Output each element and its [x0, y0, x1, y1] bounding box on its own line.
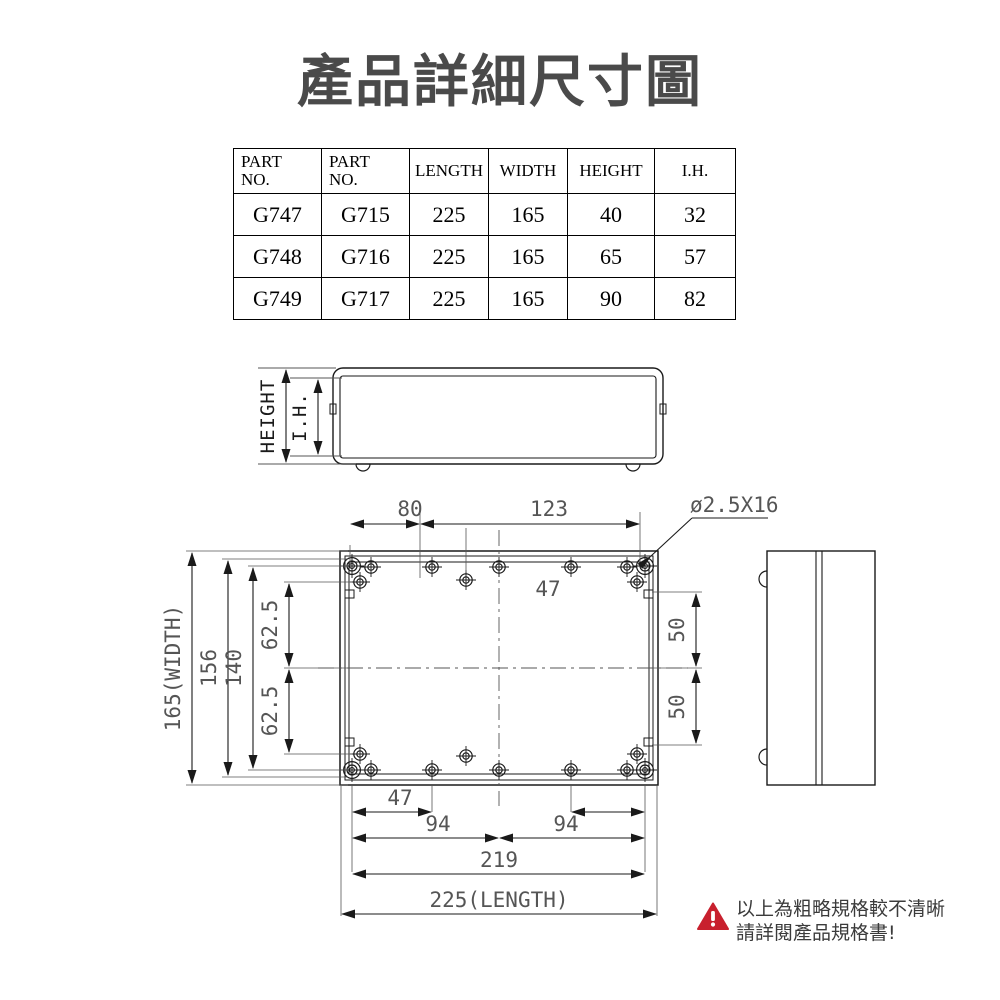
side-elevation-view: HEIGHT I.H. — [257, 367, 667, 472]
cell-part-no-2: G717 — [321, 277, 410, 320]
table-row: G748 G716 225 165 65 57 — [233, 235, 736, 278]
table-header-width: WIDTH — [488, 148, 568, 194]
cell-part-no-1: G748 — [233, 235, 322, 278]
table-header-row: PART NO. PART NO. LENGTH WIDTH HEIGHT I.… — [233, 148, 736, 194]
dim-label-height: HEIGHT — [257, 379, 279, 454]
dim-label-ih: I.H. — [289, 392, 311, 442]
cell-ih: 82 — [654, 277, 736, 320]
warning-text: 以上為粗略規格較不清晰 請詳閱產品規格書! — [736, 898, 945, 946]
table-header-ih: I.H. — [654, 148, 736, 194]
cell-part-no-2: G715 — [321, 193, 410, 236]
hole-corner-bottom-right — [632, 757, 658, 783]
page-title: 產品詳細尺寸圖 — [297, 50, 703, 115]
side-view-latch-right — [659, 403, 667, 415]
dim-label-left-625-upper: 62.5 — [258, 600, 282, 651]
hole-bottom-g — [616, 759, 638, 781]
plan-tab-bottom-left — [344, 737, 355, 747]
plan-tab-top-left — [344, 589, 355, 599]
table-row: G749 G717 225 165 90 82 — [233, 277, 736, 320]
hole-bottom-h — [626, 743, 648, 765]
cell-part-no-1: G747 — [233, 193, 322, 236]
header-line-1: PART — [329, 152, 370, 172]
dim-label-bottom-94-right: 94 — [553, 812, 578, 836]
hole-top-h — [626, 571, 648, 593]
cell-height: 40 — [567, 193, 655, 236]
leader-line-hole-callout — [637, 517, 693, 569]
hole-corner-top-left — [339, 553, 365, 579]
hole-bottom-e — [488, 759, 510, 781]
side-view-inner-body — [339, 375, 657, 459]
plan-cavity — [348, 561, 650, 775]
table-header-height: HEIGHT — [567, 148, 655, 194]
plan-inner-wall — [344, 555, 654, 781]
warning-triangle-icon — [697, 902, 729, 930]
cell-ih: 32 — [654, 193, 736, 236]
dim-label-inner-47: 47 — [535, 577, 560, 601]
hole-bottom-d — [455, 745, 477, 767]
header-line-1: PART — [241, 152, 282, 172]
cell-length: 225 — [409, 277, 489, 320]
dim-label-bottom-47: 47 — [387, 786, 412, 810]
hole-top-c — [421, 556, 443, 578]
right-view-body — [766, 550, 876, 786]
dim-label-left-156: 156 — [197, 649, 221, 687]
warning-line-2: 請詳閱產品規格書! — [736, 921, 896, 944]
dim-label-right-50-lower: 50 — [665, 694, 689, 719]
hole-bottom-b — [349, 743, 371, 765]
cell-length: 225 — [409, 235, 489, 278]
cell-part-no-1: G749 — [233, 277, 322, 320]
hole-top-g — [616, 556, 638, 578]
warning-line-1: 以上為粗略規格較不清晰 — [736, 898, 946, 920]
table-header-part-no-2: PART NO. — [321, 148, 410, 194]
cell-part-no-2: G716 — [321, 235, 410, 278]
dim-label-left-625-lower: 62.5 — [258, 686, 282, 737]
hole-corner-bottom-left — [339, 757, 365, 783]
cell-length: 225 — [409, 193, 489, 236]
spec-table: PART NO. PART NO. LENGTH WIDTH HEIGHT I.… — [233, 148, 736, 320]
side-view-latch-left — [329, 403, 337, 415]
hole-top-b — [349, 571, 371, 593]
right-elevation-view — [758, 550, 876, 786]
cell-width: 165 — [488, 277, 568, 320]
dim-label-top-123: 123 — [530, 497, 568, 521]
hole-top-a — [360, 556, 382, 578]
cell-height: 90 — [567, 277, 655, 320]
side-view-foot-right — [625, 463, 641, 472]
cell-width: 165 — [488, 193, 568, 236]
dim-label-left-140: 140 — [222, 649, 246, 687]
cell-height: 65 — [567, 235, 655, 278]
header-line-2: NO. — [241, 170, 270, 189]
dim-label-left-165: 165(WIDTH) — [161, 605, 185, 731]
warning-note: 以上為粗略規格較不清晰 請詳閱產品規格書! — [697, 898, 945, 946]
table-header-length: LENGTH — [409, 148, 489, 194]
hole-top-e — [488, 556, 510, 578]
dim-label-top-80: 80 — [397, 497, 422, 521]
dim-label-right-50-upper: 50 — [665, 617, 689, 642]
table-header-part-no-1: PART NO. — [233, 148, 322, 194]
right-view-notch-top — [758, 570, 768, 588]
plan-tab-bottom-right — [643, 737, 654, 747]
hole-top-f — [560, 556, 582, 578]
side-view-outer-body — [332, 367, 664, 465]
top-plan-view: 47 80 123 ø2.5X16 — [161, 493, 779, 919]
table-row: G747 G715 225 165 40 32 — [233, 193, 736, 236]
header-line-2: NO. — [329, 170, 358, 189]
dim-label-bottom-225: 225(LENGTH) — [429, 888, 568, 912]
side-view-foot-left — [355, 463, 371, 472]
hole-bottom-f — [560, 759, 582, 781]
dim-label-bottom-219: 219 — [480, 848, 518, 872]
plan-tab-top-right — [643, 589, 654, 599]
cell-width: 165 — [488, 235, 568, 278]
hole-bottom-a — [360, 759, 382, 781]
dim-label-bottom-94-left: 94 — [425, 812, 450, 836]
hole-top-d — [455, 569, 477, 591]
plan-outer-flange — [339, 550, 659, 786]
right-view-notch-bottom — [758, 748, 768, 766]
dim-label-hole-callout: ø2.5X16 — [690, 493, 779, 517]
cell-ih: 57 — [654, 235, 736, 278]
hole-corner-top-right — [632, 553, 658, 579]
hole-bottom-c — [421, 759, 443, 781]
